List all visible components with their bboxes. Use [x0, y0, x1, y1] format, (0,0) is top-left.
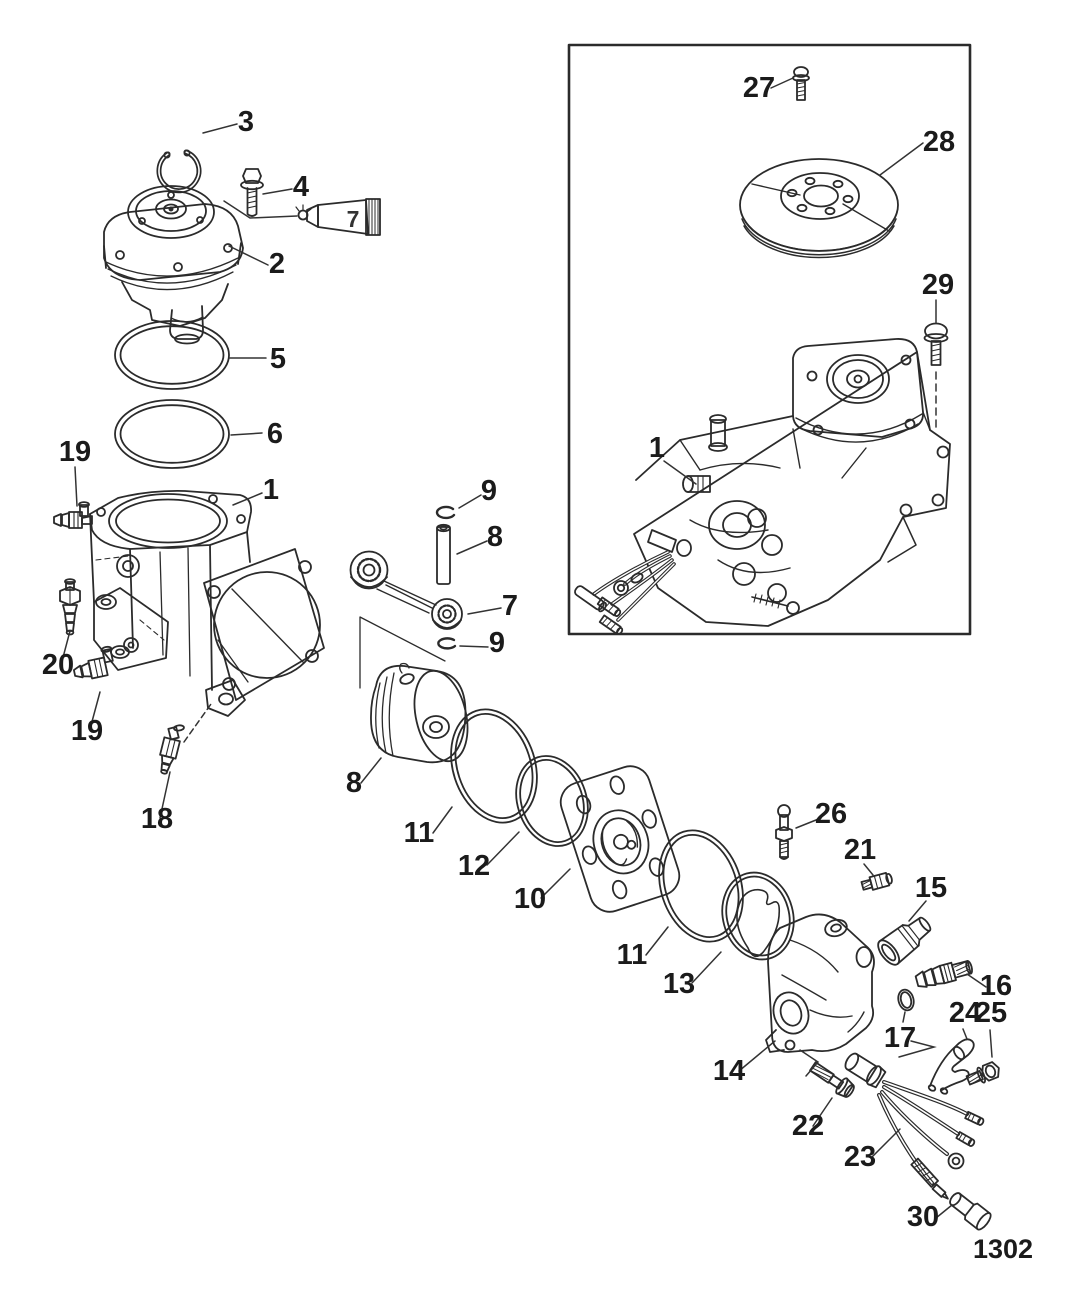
- end-cap: [765, 913, 875, 1053]
- connecting-rod: [349, 550, 463, 630]
- callout-19-upper: 19: [59, 436, 91, 468]
- fitting-21: [860, 871, 893, 891]
- o-ring-12: [515, 755, 589, 847]
- snap-ring: [156, 149, 202, 194]
- retaining-clip-lower: [437, 637, 457, 650]
- o-ring-17: [897, 988, 915, 1012]
- ring-terminal: [947, 1152, 965, 1170]
- reed-ring-13: [721, 871, 795, 961]
- callout-15: 15: [915, 872, 947, 904]
- bullet-terminal: [955, 1131, 976, 1147]
- assembled-compressor: [574, 338, 951, 635]
- inset-box: [567, 43, 972, 636]
- callout-18: 18: [141, 803, 173, 835]
- head-assembly: [103, 185, 244, 345]
- callout-12: 12: [458, 850, 490, 882]
- o-ring-5: [114, 320, 230, 390]
- elbow-fitting-19-upper: [53, 501, 93, 529]
- callout-13: 13: [663, 968, 695, 1000]
- bolt-27: [792, 66, 810, 101]
- bolt-22: [809, 1061, 855, 1098]
- page-number: 1302: [973, 1234, 1033, 1264]
- callout-26: 26: [815, 798, 847, 830]
- callout-1-left: 1: [263, 474, 279, 506]
- callout-5: 5: [270, 343, 286, 375]
- callout-9-upper: 9: [481, 475, 497, 507]
- connector-30: [949, 1192, 992, 1231]
- wiring-harness: [844, 1052, 985, 1200]
- fitting-16: [914, 960, 973, 988]
- pulley: [739, 158, 899, 259]
- alignment-bracket: [359, 616, 446, 689]
- callout-1-inset: 1: [649, 432, 665, 464]
- o-ring-11-right: [658, 829, 744, 943]
- callout-3: 3: [238, 106, 254, 138]
- callout-24: 24: [949, 997, 981, 1029]
- sleeve: [910, 1157, 939, 1188]
- callout-7-rod: 7: [502, 590, 518, 622]
- callout-17: 17: [884, 1022, 916, 1054]
- retaining-clip-upper: [435, 505, 456, 520]
- callout-14: 14: [713, 1055, 745, 1087]
- wrist-pin: [436, 523, 451, 585]
- retainer-fork: [927, 1038, 975, 1095]
- elbow-fitting-20: [59, 578, 81, 636]
- callout-29: 29: [922, 269, 954, 301]
- bullet-terminal: [964, 1110, 985, 1126]
- elbow-fitting-19-lower: [73, 645, 114, 680]
- callout-11-right: 11: [617, 939, 648, 971]
- callout-8-pin: 8: [487, 521, 503, 553]
- callout-25: 25: [975, 997, 1007, 1029]
- fitting-26: [775, 804, 793, 860]
- blade-terminal: [931, 1183, 949, 1200]
- callout-21: 21: [844, 834, 876, 866]
- callout-11-left: 11: [404, 817, 435, 849]
- piston: [370, 662, 469, 764]
- bolt-4: [240, 168, 264, 217]
- callout-22: 22: [792, 1110, 824, 1142]
- bolt-25: [965, 1061, 1000, 1086]
- callout-9-lower: 9: [489, 627, 505, 659]
- callout-16: 16: [980, 970, 1012, 1002]
- callout-4: 4: [293, 171, 309, 203]
- callout-19-lower: 19: [71, 715, 103, 747]
- sealant-tube: [295, 198, 381, 236]
- valve-plate: [559, 765, 681, 913]
- callout-2: 2: [269, 248, 285, 280]
- leader-lines: [60, 77, 993, 1219]
- tube-marking-7: 7: [347, 206, 360, 232]
- fitting-15: [877, 916, 932, 966]
- compressor-body: [89, 489, 325, 717]
- callout-6: 6: [267, 418, 283, 450]
- o-ring-11-left: [450, 708, 538, 824]
- bolt-29: [923, 322, 949, 366]
- callout-30: 30: [907, 1201, 939, 1233]
- callout-27: 27: [743, 72, 775, 104]
- callout-28: 28: [923, 126, 955, 158]
- callout-20: 20: [42, 649, 74, 681]
- callout-8-piston: 8: [346, 767, 362, 799]
- o-ring-6: [114, 399, 230, 469]
- elbow-fitting-18: [159, 724, 185, 775]
- callout-10: 10: [514, 883, 546, 915]
- callout-23: 23: [844, 1141, 876, 1173]
